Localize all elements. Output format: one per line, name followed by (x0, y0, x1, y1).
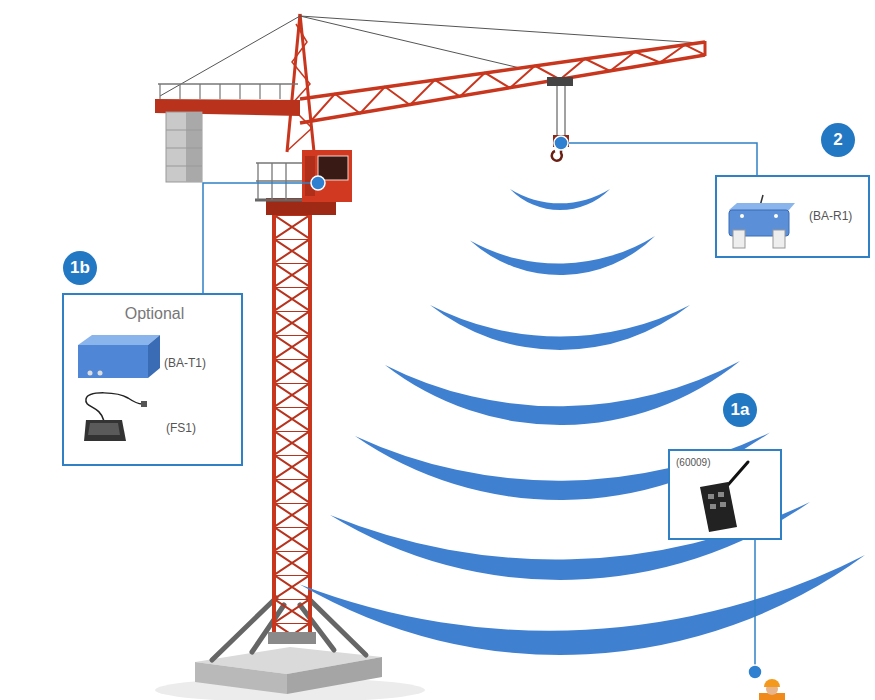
receiver-icon (729, 195, 795, 248)
base-side (287, 657, 382, 694)
remote-button (718, 492, 724, 497)
mast (268, 212, 316, 644)
mast-lattice (274, 215, 310, 635)
part-code: (BA-T1) (164, 357, 206, 371)
component-box: (60009) (668, 449, 782, 540)
anchor-dot (748, 665, 762, 679)
concrete-base (195, 647, 382, 694)
wave-arc (430, 305, 690, 350)
railing-posts (160, 84, 280, 99)
trolley-hook (547, 77, 573, 161)
component-box: (BA-R1) (715, 175, 870, 258)
cable-plug (141, 401, 147, 407)
box-ground (62, 293, 243, 466)
mast-rail (308, 212, 312, 640)
pedal-top (88, 423, 120, 435)
anchor-dot (311, 176, 325, 190)
mast-rail (272, 212, 276, 640)
cab-window (318, 156, 348, 180)
jib-bracing (310, 45, 705, 122)
leader-lines (203, 143, 757, 672)
switch-cable (86, 393, 142, 421)
worker-helmet (764, 679, 780, 687)
apex-bracing (288, 24, 312, 150)
clamp (773, 230, 785, 248)
component-box: Optional (BA-T1) (FS1) (62, 293, 243, 466)
anchor-dot (554, 136, 568, 150)
callout-number: 1a (723, 393, 757, 427)
wave-arc (470, 236, 655, 275)
base-front (195, 662, 287, 694)
jib-end (704, 41, 707, 56)
counterweight-side (186, 112, 202, 182)
enclosure-top (78, 335, 160, 345)
trolley (547, 77, 573, 86)
callout-number: 2 (821, 123, 855, 157)
remote-button (708, 494, 714, 499)
led (774, 214, 778, 218)
wave-arc (510, 189, 610, 210)
wave-arc (385, 361, 740, 425)
remote-body (700, 482, 737, 532)
leader-line (754, 540, 756, 672)
remote-button (710, 504, 716, 509)
enclosure-front (78, 345, 148, 378)
enclosure-side (148, 335, 160, 378)
railing (158, 83, 298, 85)
platform-railing (256, 163, 302, 200)
worker-figure (759, 679, 785, 700)
part-code: (FS1) (166, 422, 196, 436)
remote-button (720, 502, 726, 507)
pedal-base (84, 420, 126, 441)
counter-jib (155, 84, 300, 182)
counterweight-joints (166, 130, 202, 166)
foot-switch-icon (84, 393, 147, 441)
hoist-cable (557, 86, 558, 136)
hoist-cable (565, 86, 566, 136)
cab-body (302, 150, 352, 202)
transmitter-icon (78, 335, 160, 378)
remote-icon (700, 462, 748, 532)
tie (300, 16, 700, 43)
platform-floor (255, 199, 302, 202)
cable-gland (98, 371, 103, 376)
cable-gland (88, 371, 93, 376)
remote-antenna (727, 462, 748, 486)
anchor-dots (311, 136, 762, 679)
box-ground (668, 449, 782, 540)
mast-footing (268, 632, 316, 644)
leader-line (561, 143, 757, 175)
callout-number-text: 1a (731, 400, 750, 420)
callout-number-text: 2 (833, 130, 842, 150)
cab-door (305, 156, 315, 196)
jib (300, 41, 705, 123)
callout-number: 1b (63, 251, 97, 285)
callout-number-text: 1b (70, 258, 90, 278)
box-ground (715, 175, 870, 258)
optional-heading: Optional (125, 305, 185, 323)
counterweight (166, 112, 202, 182)
radio-waves (300, 189, 865, 655)
leader-line (203, 183, 318, 293)
apex-leg (287, 14, 300, 152)
crane-apex (287, 14, 314, 152)
part-code: (60009) (676, 457, 710, 469)
led (740, 214, 744, 218)
wave-arc (300, 555, 865, 655)
clamp (733, 230, 745, 248)
box-grounds (62, 175, 870, 540)
part-code: (BA-R1) (809, 210, 852, 224)
receiver-top (729, 203, 795, 210)
